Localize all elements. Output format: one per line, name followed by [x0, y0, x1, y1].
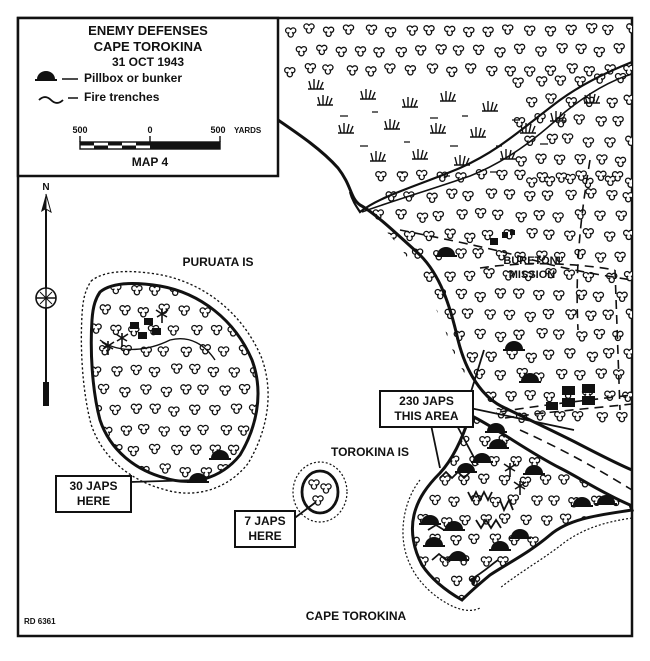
callout-7-line-1: 7 JAPS — [244, 514, 286, 528]
legend-title-line-1: ENEMY DEFENSES — [88, 23, 208, 38]
legend-dashes — [62, 78, 78, 99]
torokina-island — [300, 469, 340, 515]
callout-230-japs: 230 JAPS THIS AREA — [379, 390, 474, 428]
scale-right: 500 — [210, 125, 225, 135]
jungle-tree-pattern — [284, 22, 632, 424]
callout-30-japs: 30 JAPS HERE — [55, 475, 132, 513]
legend-title-line-2: CAPE TOROKINA — [94, 39, 203, 54]
callout-leaders — [129, 349, 575, 581]
puruata-label: PURUATA IS — [182, 255, 253, 269]
callout-230-line-2: THIS AREA — [394, 409, 459, 423]
trench-icon — [38, 96, 64, 104]
cape-reef — [402, 479, 633, 611]
river — [348, 60, 633, 214]
callout-230-line-1: 230 JAPS — [399, 394, 454, 408]
callout-7-japs: 7 JAPS HERE — [234, 510, 296, 548]
pillbox-icon — [35, 71, 57, 81]
building-blocks — [130, 230, 595, 410]
callout-7-line-2: HERE — [248, 529, 282, 543]
buretoni-label-line-2: MISSION — [509, 269, 556, 281]
map-frame — [16, 16, 634, 638]
legend-pillbox-label: Pillbox or bunker — [84, 71, 182, 85]
puruata-inner-line — [99, 338, 216, 361]
legend-date: 31 OCT 1943 — [112, 55, 184, 69]
swamp-marsh — [307, 78, 601, 177]
cape-torokina-coast — [410, 412, 635, 602]
north-label: N — [42, 182, 49, 193]
scale-bar — [79, 136, 221, 150]
north-arrow — [35, 193, 57, 406]
map-number: MAP 4 — [132, 155, 169, 169]
scale-left: 500 — [72, 125, 87, 135]
callout-30-line-1: 30 JAPS — [69, 479, 118, 493]
reference-number: RD 6361 — [24, 617, 56, 626]
cape-torokina-label: CAPE TOROKINA — [306, 609, 407, 623]
legend-trench-label: Fire trenches — [84, 90, 160, 104]
scale-unit: YARDS — [234, 126, 262, 135]
scale-mid: 0 — [147, 125, 152, 135]
callout-30-line-2: HERE — [76, 494, 111, 508]
puruata-island — [89, 282, 260, 483]
cape-tree-pattern — [412, 415, 632, 600]
arrow-head — [470, 574, 478, 586]
river-bank — [361, 73, 633, 213]
torokina-island-label: TOROKINA IS — [331, 445, 409, 459]
buretoni-label-line-1: BURETONI — [503, 255, 560, 267]
mainland-coastline — [277, 118, 633, 472]
